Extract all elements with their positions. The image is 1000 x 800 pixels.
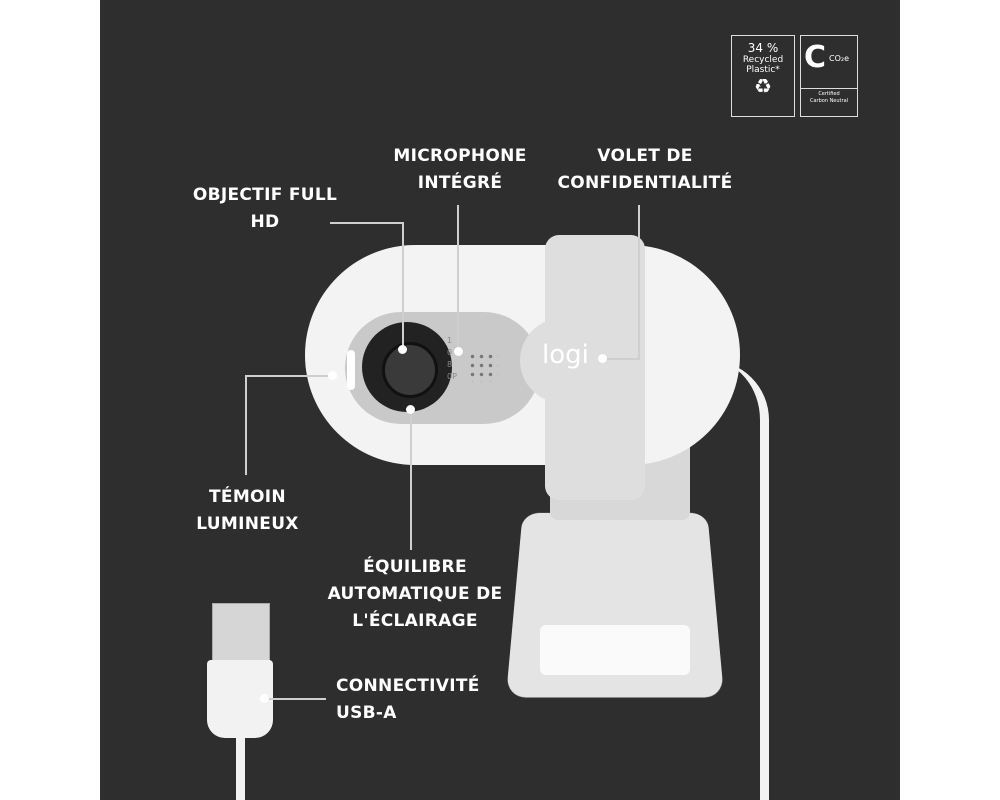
usb-callout-line [266, 698, 326, 700]
indicator-callout-line [245, 375, 333, 377]
indicator-callout-dot [328, 371, 337, 380]
mic-callout-line [457, 205, 459, 350]
recycled-plastic-badge: 34 % Recycled Plastic* ♻ [731, 35, 795, 117]
label-microphone: MICROPHONE INTÉGRÉ [380, 143, 540, 197]
indicator-light [347, 350, 355, 390]
label-lens: OBJECTIF FULL HD [180, 182, 350, 236]
lens-callout-line [402, 222, 404, 350]
carbon-neutral-badge: C CO₂e Certified Carbon Neutral [800, 35, 858, 117]
light-callout-line [410, 410, 412, 550]
lens-callout-dot [398, 345, 407, 354]
light-callout-dot [406, 405, 415, 414]
indicator-callout-line [245, 375, 247, 475]
label-usb: CONNECTIVITÉ USB-A [336, 673, 516, 727]
co2e-text: CO₂e [829, 54, 849, 63]
mic-callout-dot [454, 347, 463, 356]
label-indicator-light: TÉMOIN LUMINEUX [180, 484, 315, 538]
recycled-line1: Recycled [732, 55, 794, 65]
carbon-c-icon: C [804, 41, 826, 75]
carbon-line1: Certified [801, 91, 857, 98]
carbon-line2: Carbon Neutral [801, 98, 857, 105]
recycle-icon: ♻ [732, 75, 794, 97]
mic-grille [468, 352, 498, 382]
usb-callout-dot [260, 694, 269, 703]
shutter-callout-line [603, 358, 640, 360]
shutter-callout-dot [598, 354, 607, 363]
label-auto-light: ÉQUILIBRE AUTOMATIQUE DE L'ÉCLAIRAGE [320, 554, 510, 635]
label-privacy-shutter: VOLET DE CONFIDENTIALITÉ [545, 143, 745, 197]
usb-plug-metal [212, 603, 270, 665]
resolution-print: 1080P [447, 335, 457, 383]
logi-logo: logi [542, 340, 589, 370]
lens-inner [382, 342, 438, 398]
usb-cable [236, 738, 245, 800]
recycled-percent: 34 % [732, 41, 794, 55]
shutter-callout-line [638, 205, 640, 360]
base-pad [540, 625, 690, 675]
